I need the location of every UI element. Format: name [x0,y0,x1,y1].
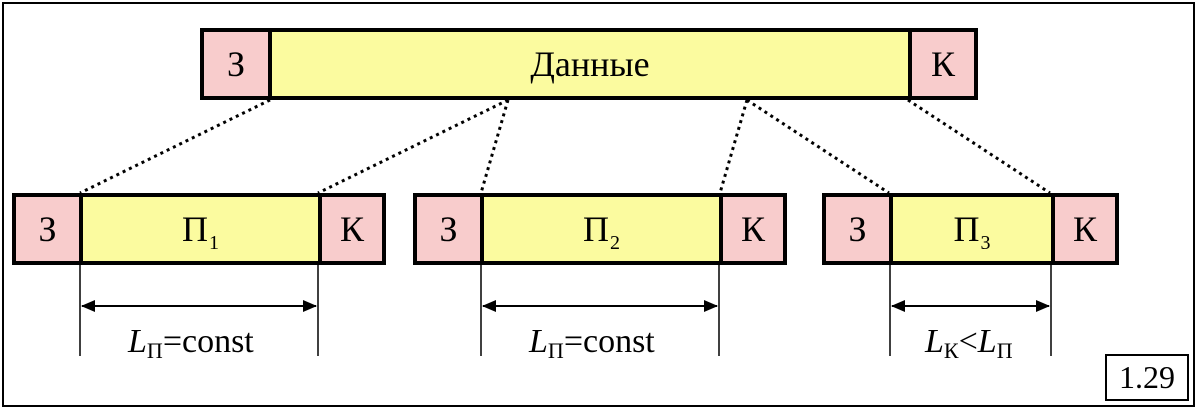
top-data-cell: Данные [268,28,912,100]
length-label-1: LП=const [128,323,254,362]
packet-1-header-label: З [38,209,57,249]
packet-2-trailer-cell: К [719,193,787,265]
packet-1-trailer-cell: К [318,193,386,265]
packet-3-header-label: З [848,209,867,249]
top-header-cell: З [200,28,272,100]
packet-1-payload-cell: П1 [79,193,322,265]
top-data-label: Данные [530,44,650,84]
packet-3-payload-cell: П3 [889,193,1055,265]
packet-2-payload-label: П2 [583,209,620,253]
length-label-3-op: < [958,323,978,360]
packet-1-trailer-label: К [339,209,364,249]
length-label-2-main: L [529,323,548,360]
length-label-2-rest: =const [563,323,655,360]
length-label-2: LП=const [529,323,655,362]
packet-3-trailer-cell: К [1051,193,1119,265]
packet-2-header-label: З [439,209,458,249]
length-label-1-rest: =const [162,323,254,360]
figure-number-box: 1.29 [1105,354,1189,401]
length-label-1-sub: П [146,338,163,363]
packet-3-header-cell: З [822,193,893,265]
packet-2-payload-cell: П2 [480,193,723,265]
top-header-label: З [226,44,246,84]
packet-1-payload-sub: 1 [209,232,219,254]
packet-2-trailer-label: К [740,209,765,249]
packet-3-trailer-label: К [1072,209,1097,249]
length-label-3: LК<LП [925,323,1013,362]
packet-1-payload-label: П1 [182,209,219,253]
length-label-3-main: L [925,323,944,360]
top-trailer-cell: К [908,28,978,100]
length-label-3-main2: L [977,323,997,360]
packet-1-payload-letter: П [182,209,208,249]
length-label-3-sub: К [943,338,959,363]
length-label-3-sub2: П [996,338,1013,363]
length-label-1-main: L [128,323,147,360]
length-label-2-sub: П [547,338,564,363]
packet-2-payload-sub: 2 [610,232,620,254]
packet-3-payload-sub: 3 [980,232,991,254]
packet-2-payload-letter: П [583,209,609,249]
top-trailer-label: К [930,44,955,84]
packet-1-header-cell: З [12,193,83,265]
figure-number: 1.29 [1119,359,1175,395]
packet-3-payload-letter: П [953,209,980,249]
packet-3-payload-label: П3 [953,209,991,253]
packet-2-header-cell: З [413,193,484,265]
